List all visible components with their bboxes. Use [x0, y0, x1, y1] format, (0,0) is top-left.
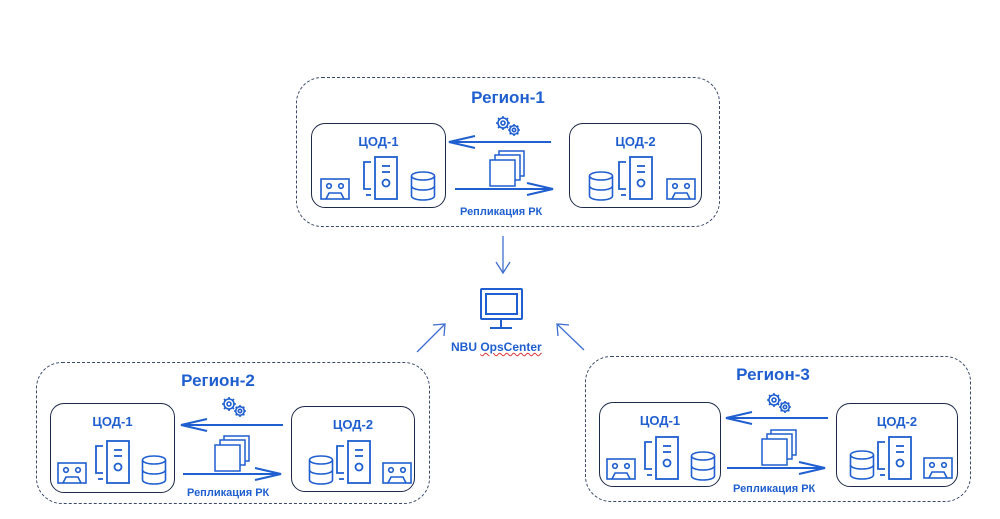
region-1: Регион-1 ЦОД-1 ЦОД-2 Репликация РК — [296, 77, 720, 227]
datacenter-1: ЦОД-1 — [599, 402, 721, 487]
documents-stack-icon — [760, 429, 798, 472]
opscenter-label-prefix: NBU — [451, 340, 481, 354]
region-title: Регион-3 — [736, 365, 810, 384]
monitor-icon — [480, 288, 523, 329]
region-title: Регион-1 — [471, 88, 545, 107]
arrow-left — [724, 411, 830, 430]
datacenter-1: ЦОД-1 — [50, 403, 175, 493]
arrow-region2-to-center — [416, 323, 446, 353]
database-icon — [141, 455, 167, 490]
server-icon — [95, 440, 131, 489]
gears-icon — [219, 395, 249, 424]
gears-icon — [764, 391, 794, 420]
documents-stack-icon — [488, 150, 526, 193]
server-icon — [336, 440, 372, 489]
datacenter-2: ЦОД-2 — [836, 403, 958, 487]
arrow-region1-to-center — [495, 236, 511, 275]
server-icon — [363, 156, 399, 205]
region-title: Регион-2 — [181, 371, 255, 390]
database-icon — [410, 171, 436, 206]
tape-cassette-icon — [606, 458, 636, 485]
region-3: Регион-3 ЦОД-1 ЦОД-2 Репликация РК — [585, 356, 971, 502]
datacenter-title: ЦОД-2 — [876, 414, 918, 429]
datacenter-title: ЦОД-2 — [615, 134, 656, 149]
tape-cassette-icon — [382, 462, 412, 489]
documents-stack-icon — [213, 435, 251, 478]
tape-cassette-icon — [57, 462, 87, 489]
server-icon — [877, 436, 913, 485]
database-icon — [849, 450, 875, 485]
tape-cassette-icon — [923, 457, 953, 484]
region-2: Регион-2 ЦОД-1 ЦОД-2 Репликация РК — [36, 362, 430, 504]
server-icon — [644, 436, 680, 485]
gears-icon — [493, 114, 523, 143]
tape-cassette-icon — [666, 178, 696, 205]
datacenter-1: ЦОД-1 — [311, 123, 446, 208]
arrow-right — [455, 182, 555, 201]
database-icon — [588, 171, 614, 206]
datacenter-title: ЦОД-1 — [358, 134, 399, 149]
datacenter-title: ЦОД-1 — [92, 414, 133, 429]
replication-label: Репликация РК — [733, 483, 816, 495]
opscenter-label: NBU OpsCenter — [451, 340, 542, 354]
replication-label: Репликация РК — [460, 206, 543, 218]
arrow-right — [727, 461, 827, 480]
arrow-right — [183, 467, 283, 486]
database-icon — [690, 451, 716, 486]
datacenter-title: ЦОД-1 — [639, 413, 681, 428]
arrow-left — [447, 135, 553, 154]
tape-cassette-icon — [320, 178, 350, 205]
datacenter-2: ЦОД-2 — [291, 406, 415, 492]
replication-label: Репликация РК — [187, 487, 270, 499]
datacenter-title: ЦОД-2 — [332, 417, 374, 432]
datacenter-2: ЦОД-2 — [569, 123, 702, 208]
database-icon — [308, 455, 334, 490]
server-icon — [618, 156, 654, 205]
arrow-left — [179, 418, 285, 437]
opscenter-label-name: OpsCenter — [480, 340, 542, 354]
arrow-region3-to-center — [556, 323, 585, 351]
